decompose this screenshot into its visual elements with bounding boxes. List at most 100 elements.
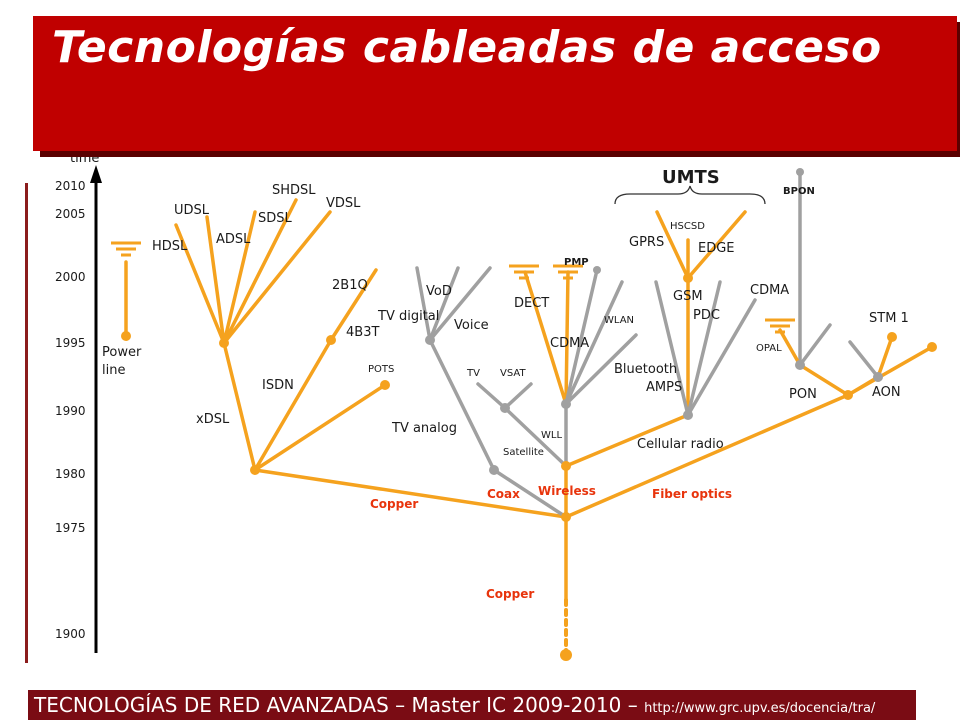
cdma-pmp [564, 270, 570, 406]
label-cellular-radio: Cellular radio [637, 437, 724, 452]
node-bpon [796, 168, 804, 176]
year-1900: 1900 [55, 627, 86, 641]
label-fiber-optics: Fiber optics [652, 487, 732, 501]
satellite-vsat [503, 382, 533, 410]
aon-stm1 [876, 335, 894, 379]
branch-coax [492, 468, 568, 519]
node-fiber-right [927, 342, 937, 352]
node-copper [250, 465, 260, 475]
label-hscsd: HSCSD [670, 221, 705, 232]
xdsl-adsl [222, 210, 257, 345]
node-coax [489, 465, 499, 475]
node-gsm [683, 273, 693, 283]
fiber-right [846, 345, 934, 397]
aon-left [848, 340, 880, 379]
node-pon [795, 360, 805, 370]
copper-isdn [253, 338, 333, 472]
label-copper-trunk: Copper [486, 587, 534, 601]
year-1975: 1975 [55, 521, 86, 535]
label-pon: PON [789, 387, 817, 402]
footer-url: http://www.grc.upv.es/docencia/tra/ [644, 701, 876, 716]
label-vod: VoD [426, 284, 452, 299]
time-axis-arrow [90, 165, 102, 183]
label-pots: POTS [368, 364, 394, 375]
cdma-pmp2 [564, 268, 599, 406]
label-adsl: ADSL [216, 232, 251, 247]
copper-pots [253, 383, 387, 472]
umts-brace [614, 185, 766, 205]
cdma-wlan [564, 280, 624, 406]
label-umts: UMTS [662, 167, 720, 188]
label-dect: DECT [514, 296, 549, 311]
node-aon [873, 372, 883, 382]
year-2010: 2010 [55, 179, 86, 193]
left-rule [25, 183, 28, 663]
label-vsat: VSAT [500, 368, 526, 379]
label-edge: EDGE [698, 241, 735, 256]
label-cdma-wireless: CDMA [550, 336, 589, 351]
label-pdc: PDC [693, 308, 720, 323]
footer-bar: TECNOLOGÍAS DE RED AVANZADAS – Master IC… [28, 690, 916, 720]
node-pmp [593, 266, 601, 274]
label-cdma-cell: CDMA [750, 283, 789, 298]
isdn-2b1q [329, 268, 378, 342]
cdma-dect [523, 270, 568, 406]
node-root [561, 512, 571, 522]
label-udsl: UDSL [174, 203, 210, 218]
label-tv: TV [466, 368, 480, 379]
year-2005: 2005 [55, 207, 86, 221]
node-cdma [561, 399, 571, 409]
label-voice: Voice [454, 318, 489, 333]
antenna-opal [765, 318, 795, 334]
antenna-power-line [111, 241, 141, 257]
antenna-dect [509, 264, 539, 280]
node-fiber [843, 390, 853, 400]
label-bluetooth: Bluetooth [614, 362, 677, 377]
year-1980: 1980 [55, 467, 86, 481]
wireless-satellite [503, 406, 568, 468]
label-coax: Coax [487, 487, 520, 501]
cellular-pdc [686, 280, 722, 417]
label-sdsl: SDSL [258, 211, 293, 226]
pon-right [798, 323, 832, 367]
pon-opal [778, 328, 802, 367]
node-power-line [121, 331, 131, 341]
node-tv [425, 335, 435, 345]
node-trunk-base [560, 649, 572, 661]
label-opal: OPAL [756, 343, 782, 354]
year-1995: 1995 [55, 336, 86, 350]
label-vdsl: VDSL [326, 196, 361, 211]
cellular-main [564, 413, 690, 468]
title-banner [33, 16, 957, 151]
tv-digital [415, 266, 432, 342]
page-title: Tecnologías cableadas de acceso [52, 22, 882, 73]
antenna-pmp [553, 264, 583, 280]
year-2000: 2000 [55, 270, 86, 284]
tv-vod [428, 266, 460, 342]
cellular-cdma [686, 298, 757, 417]
xdsl-udsl [205, 215, 226, 345]
year-1990: 1990 [55, 404, 86, 418]
node-stm1 [887, 332, 897, 342]
branch-copper [253, 468, 568, 519]
cellular-left [654, 280, 690, 417]
xdsl-vdsl [222, 210, 332, 345]
label-power-line-2: line [102, 363, 125, 378]
satellite-tv [476, 382, 507, 410]
node-wireless [561, 461, 571, 471]
label-aon: AON [872, 385, 901, 400]
label-wll: WLL [541, 430, 562, 441]
node-satellite [500, 403, 510, 413]
label-tv-digital: TV digital [377, 309, 439, 324]
label-shdsl: SHDSL [272, 183, 316, 198]
tv-voice [428, 266, 492, 342]
label-pmp: PMP [564, 257, 589, 268]
label-copper-branch: Copper [370, 497, 418, 511]
label-wlan: WLAN [604, 315, 634, 326]
xdsl-hdsl [174, 223, 226, 345]
label-2b1q: 2B1Q [332, 278, 368, 293]
label-4b3t: 4B3T [346, 325, 379, 340]
label-isdn: ISDN [262, 378, 294, 393]
node-cellular [683, 410, 693, 420]
label-wireless: Wireless [538, 484, 596, 498]
